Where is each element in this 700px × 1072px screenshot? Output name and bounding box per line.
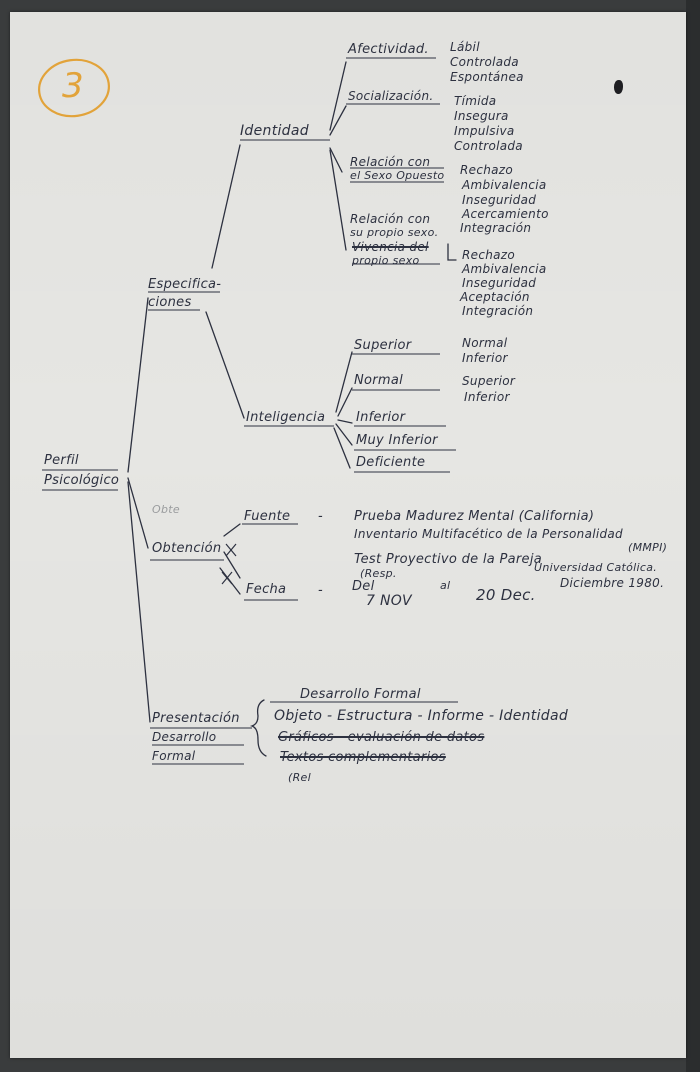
- opposite-sex-value: Inseguridad: [462, 193, 537, 207]
- source-university: Universidad Católica.: [534, 561, 658, 574]
- date-from: 7 NOV: [366, 593, 412, 609]
- presentation-label-line3: Formal: [152, 749, 196, 763]
- affect-value: Controlada: [450, 55, 519, 69]
- same-sex-value: Integración: [462, 304, 534, 318]
- same-sex-label-line1: Relación con: [350, 212, 431, 226]
- presentation-line1: Objeto - Estructura - Informe - Identida…: [274, 708, 569, 724]
- date-del: Del: [352, 579, 375, 594]
- intelligence-level: Deficiente: [356, 455, 426, 470]
- specifications-label-line1: Especifica-: [148, 277, 222, 292]
- intelligence-level: Inferior: [356, 410, 406, 425]
- same-sex-struck-line2: propio sexo: [352, 254, 420, 267]
- date-to: 20 Dec.: [476, 586, 536, 604]
- source-mmpi: (MMPI): [628, 541, 668, 554]
- source-item: Prueba Madurez Mental (California): [354, 509, 595, 524]
- affect-value: Lábil: [450, 40, 480, 54]
- paper-sheet: [10, 12, 686, 1058]
- source-resp-note: (Resp.: [360, 567, 397, 580]
- date-al: al: [440, 579, 451, 592]
- superior-sublevel: Normal: [462, 336, 508, 350]
- same-sex-label-line2: su propio sexo.: [350, 226, 439, 239]
- page-number-marker: 3: [62, 66, 84, 106]
- intelligence-label: Inteligencia: [246, 410, 326, 425]
- presentation-note: (Rel: [288, 771, 311, 784]
- opposite-sex-value: Acercamiento: [462, 207, 549, 221]
- intelligence-level: Superior: [354, 338, 412, 353]
- presentation-struck1: Gráficos - evaluación de datos: [278, 730, 485, 745]
- same-sex-value: Rechazo: [462, 248, 516, 262]
- socialization-value: Insegura: [454, 109, 509, 123]
- presentation-label-line2: Desarrollo: [152, 730, 217, 744]
- opposite-sex-label-line2: el Sexo Opuesto: [350, 169, 445, 182]
- source-label: Fuente: [244, 509, 291, 524]
- opposite-sex-value: Ambivalencia: [462, 178, 547, 192]
- affect-value: Espontánea: [450, 70, 524, 84]
- same-sex-struck-line1: Vivencia del: [352, 240, 429, 254]
- scanner-edge: [686, 0, 700, 1072]
- presentation-label-line1: Presentación: [152, 711, 240, 726]
- source-dash: -: [318, 509, 323, 524]
- opposite-sex-label-line1: Relación con: [350, 155, 431, 169]
- socialization-value: Tímida: [454, 94, 497, 108]
- ink-blot: [614, 80, 623, 94]
- presentation-struck2: Textos complementarios: [280, 750, 446, 765]
- same-sex-value: Inseguridad: [462, 276, 537, 290]
- root-label-line2: Psicológico: [44, 473, 120, 488]
- intelligence-level: Muy Inferior: [356, 433, 438, 448]
- source-item: Inventario Multifacético de la Personali…: [354, 527, 623, 541]
- opposite-sex-value: Integración: [460, 221, 532, 235]
- identity-label: Identidad: [240, 123, 309, 139]
- date-label: Fecha: [246, 582, 287, 597]
- date-note: Diciembre 1980.: [560, 576, 665, 590]
- same-sex-value: Ambivalencia: [462, 262, 547, 276]
- specifications-label-line2: ciones: [148, 295, 192, 310]
- superior-sublevel: Inferior: [462, 351, 508, 365]
- socialization-value: Impulsiva: [454, 124, 515, 138]
- obtaining-faint-note: Obte: [152, 503, 180, 516]
- presentation-header: Desarrollo Formal: [300, 687, 421, 702]
- date-dash: -: [318, 583, 323, 598]
- source-item: Test Proyectivo de la Pareja: [354, 552, 543, 567]
- intelligence-level: Normal: [354, 373, 404, 388]
- opposite-sex-value: Rechazo: [460, 163, 514, 177]
- normal-sublevel: Superior: [462, 374, 516, 388]
- same-sex-value: Aceptación: [460, 290, 530, 304]
- socialization-value: Controlada: [454, 139, 523, 153]
- normal-sublevel: Inferior: [464, 390, 510, 404]
- socialization-label: Socialización.: [348, 89, 434, 103]
- root-label-line1: Perfil: [44, 453, 79, 468]
- obtaining-label: Obtención: [152, 541, 222, 556]
- affect-label: Afectividad.: [348, 42, 429, 57]
